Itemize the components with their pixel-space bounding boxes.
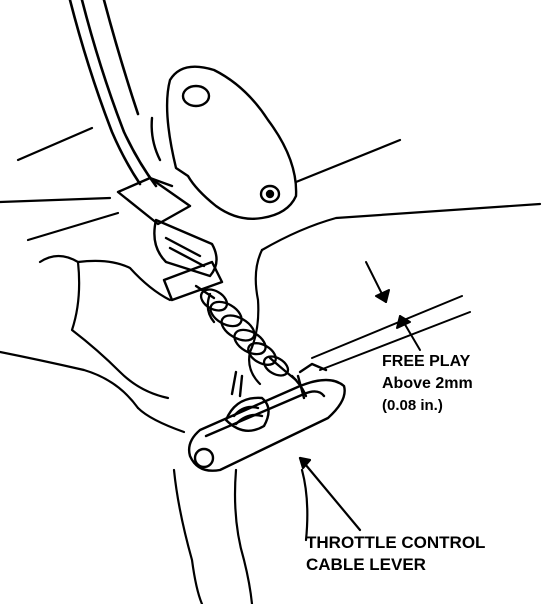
free-play-label-line3: (0.08 in.) (382, 397, 443, 414)
housing-body-top (76, 259, 172, 302)
boot-ring-3 (220, 314, 256, 342)
dimension-arrow-head-top (375, 289, 390, 303)
housing-edge-mid (26, 211, 120, 242)
housing-bottom-left (172, 468, 204, 604)
housing-edge-upper (16, 126, 94, 162)
bracket-bolt-center (265, 189, 275, 199)
adjuster-body (153, 218, 218, 278)
cable-line-outer (102, 0, 140, 116)
cable-end-fitting (298, 362, 328, 374)
adjuster-locknut (162, 260, 224, 302)
lever-leader (298, 456, 362, 532)
lever-arm (187, 378, 346, 472)
housing-right-mid (260, 202, 542, 252)
lever-pivot (193, 447, 215, 469)
free-play-dimension (311, 261, 471, 371)
housing-right-curve (248, 248, 264, 354)
adjuster-thread-1 (164, 236, 202, 258)
adjuster-shaft (194, 284, 216, 300)
lever-label-line2: CABLE LEVER (306, 555, 426, 574)
adjuster-thread-2 (168, 246, 206, 268)
throttle-cable (68, 0, 158, 188)
free-play-label-line2: Above 2mm (382, 375, 473, 392)
housing-body-left (38, 254, 170, 400)
dimension-arrow-head-bottom (396, 315, 411, 329)
rubber-boot (199, 288, 308, 398)
bracket-bolt-hole-top (181, 84, 211, 108)
lever-spring-coils (232, 405, 264, 426)
lever-leader-line (298, 456, 362, 532)
cable-bracket (150, 65, 298, 220)
lever-stop-pin (230, 370, 244, 398)
housing-bottom-right (233, 468, 254, 604)
cable-adjuster (116, 176, 224, 302)
dimension-line-upper (311, 295, 463, 359)
boot-ring-4 (233, 328, 267, 356)
boot-ring-6 (262, 355, 290, 377)
engine-housing (0, 126, 542, 604)
housing-bottom-far (300, 468, 309, 542)
boot-ring-2 (209, 300, 243, 328)
lever-spring (224, 396, 270, 432)
throttle-lever (187, 362, 346, 472)
housing-edge-left (0, 196, 112, 204)
cable-end-hook (296, 374, 306, 400)
lever-leader-arrow (298, 456, 312, 470)
housing-lower-curve (136, 406, 186, 434)
cable-sheath-right (80, 0, 158, 188)
cable-clip (116, 176, 192, 226)
cable-clip-edge (148, 176, 174, 188)
bracket-plate (165, 65, 298, 220)
lever-label-line1: THROTTLE CONTROL (306, 533, 485, 552)
dimension-line-lower (319, 311, 471, 371)
boot-profile (206, 292, 298, 382)
free-play-label-line1: FREE PLAY (382, 353, 471, 370)
cable-sheath-left (68, 0, 142, 186)
bracket-bolt-lower (259, 184, 281, 204)
housing-lower-left (0, 350, 140, 410)
housing-right-upper (294, 138, 402, 184)
bracket-edge (150, 116, 162, 162)
